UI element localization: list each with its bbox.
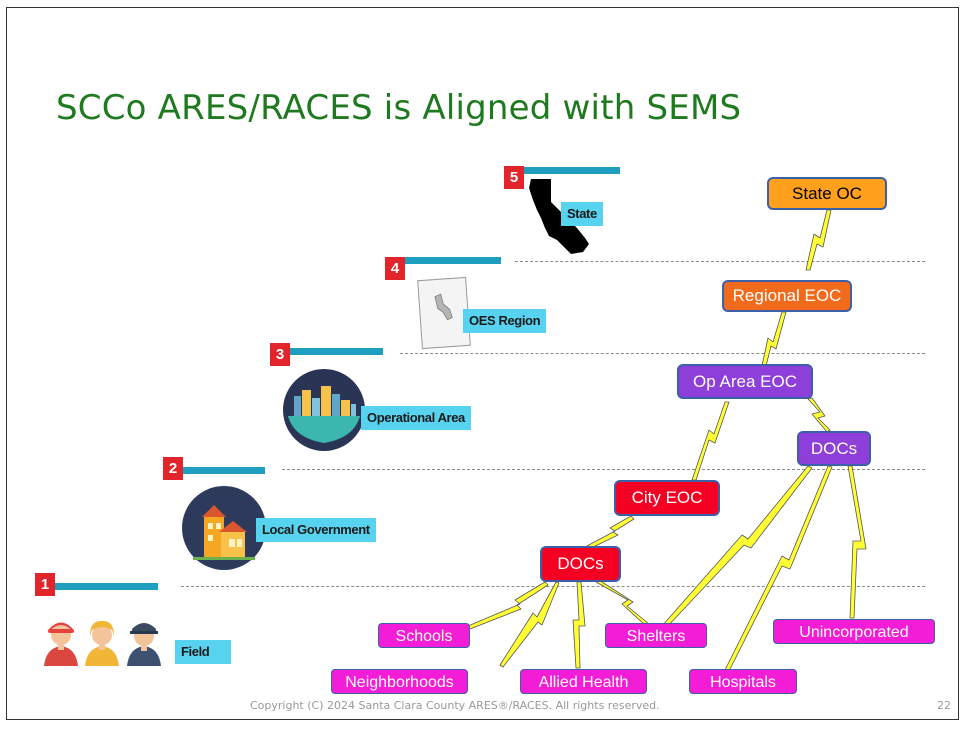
lightning-bolt — [807, 397, 831, 433]
node-state-oc: State OC — [767, 177, 887, 210]
tier-number-1: 1 — [35, 573, 55, 596]
leaf-shelters: Shelters — [605, 623, 707, 648]
level-divider-5 — [515, 261, 925, 262]
lightning-bolt — [595, 579, 650, 627]
node-docs-lower: DOCs — [540, 546, 621, 582]
california-state-icon — [529, 179, 589, 254]
lightning-bolt — [691, 401, 730, 481]
lightning-bolt — [760, 311, 787, 371]
tier-number-3: 3 — [270, 343, 290, 366]
tier-bar-2 — [175, 467, 265, 474]
tier-label-local-government: Local Government — [256, 518, 376, 542]
california-map-icon — [417, 276, 471, 350]
lightning-bolt — [499, 581, 560, 668]
tier-label-oes-region: OES Region — [463, 309, 547, 333]
leaf-neighborhoods: Neighborhoods — [331, 669, 468, 694]
leaf-unincorporated: Unincorporated — [773, 619, 935, 644]
level-divider-4 — [400, 353, 925, 354]
lightning-bolt — [572, 581, 586, 669]
tier-label-operational-area: Operational Area — [361, 406, 471, 430]
tier-bar-3 — [289, 348, 383, 355]
copyright-footer: Copyright (C) 2024 Santa Clara County AR… — [250, 699, 660, 712]
tier-bar-1 — [55, 583, 158, 590]
tier-bar-5 — [520, 167, 620, 174]
level-divider-2 — [181, 586, 925, 587]
leaf-allied-health: Allied Health — [520, 669, 647, 694]
slide-title: SCCo ARES/RACES is Aligned with SEMS — [56, 88, 742, 128]
emergency-responders-icon — [44, 620, 161, 666]
node-city-eoc: City EOC — [614, 480, 720, 516]
tier-label-state: State — [561, 202, 603, 226]
node-docs-upper: DOCs — [797, 431, 871, 466]
tier-number-2: 2 — [163, 457, 183, 480]
lightning-bolt — [847, 465, 867, 619]
node-regional-eoc: Regional EOC — [722, 280, 852, 312]
city-buildings-icon — [182, 486, 266, 570]
tier-label-field: Field — [175, 640, 231, 664]
lightning-bolt — [467, 581, 549, 630]
slide — [6, 7, 959, 720]
city-skyline-icon — [283, 369, 365, 451]
level-divider-3 — [282, 469, 925, 470]
lightning-bolt — [584, 515, 635, 551]
tier-number-5: 5 — [504, 166, 524, 189]
page-number: 22 — [937, 699, 951, 712]
leaf-hospitals: Hospitals — [689, 669, 797, 694]
leaf-schools: Schools — [378, 623, 470, 648]
lightning-bolt — [805, 209, 832, 271]
node-op-area-eoc: Op Area EOC — [677, 364, 813, 399]
tier-number-4: 4 — [385, 257, 405, 280]
tier-bar-4 — [396, 257, 501, 264]
